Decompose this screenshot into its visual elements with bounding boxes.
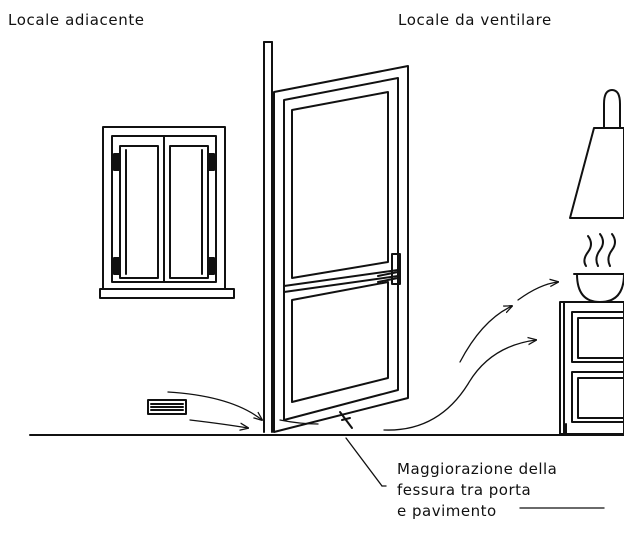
air-flow-arrows (167, 282, 558, 430)
air-grille (147, 399, 187, 415)
heat-source (573, 233, 624, 303)
annotation-line-3: e pavimento (397, 502, 497, 520)
right-room-label: Locale da ventilare (398, 11, 552, 29)
annotation-line-2: fessura tra porta (397, 481, 532, 499)
annotation-line-1: Maggiorazione della (397, 460, 558, 478)
window (99, 126, 235, 299)
dividing-wall (263, 41, 273, 433)
left-room-label: Locale adiacente (8, 11, 145, 29)
open-door (273, 65, 409, 433)
bedside-table (559, 301, 624, 435)
lamp (569, 89, 624, 219)
annotation-leader (345, 437, 605, 509)
